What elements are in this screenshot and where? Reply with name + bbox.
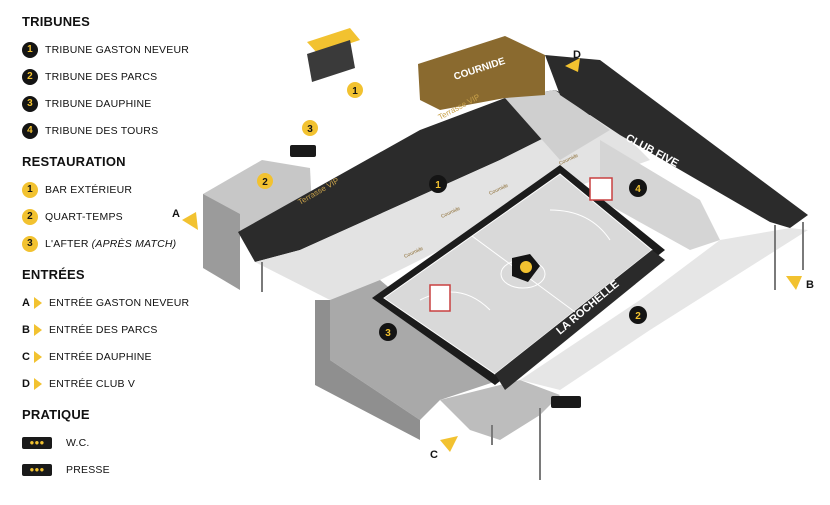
east-stand: [600, 140, 720, 250]
legend-entrees: ENTRÉES A ENTRÉE GASTON NEVEUR B ENTRÉE DE…: [22, 267, 212, 397]
tribune-2-marker[interactable]: [629, 306, 647, 324]
tribune-2-marker-label: 2: [635, 311, 641, 322]
bar-body: [307, 40, 355, 82]
legend-entrees-title: ENTRÉES: [22, 267, 85, 282]
legend-tribune-row[interactable]: 2 TRIBUNE DES PARCS: [22, 63, 212, 90]
legend-entree-row[interactable]: C ENTRÉE DAUPHINE: [22, 343, 212, 370]
bar-2-marker[interactable]: [257, 173, 273, 189]
entree-arrow-icon: [34, 323, 42, 336]
south-stand: [330, 280, 500, 420]
legend-restauration-label: L'AFTER: [45, 237, 89, 250]
legend-entree-label: ENTRÉE GASTON NEVEUR: [49, 296, 190, 309]
south-east-stand: [520, 228, 808, 390]
bar-1-marker[interactable]: [347, 82, 363, 98]
legend-pratique-label: PRESSE: [66, 463, 110, 476]
south-west-block: [315, 300, 420, 440]
press-icon: ●●●: [22, 463, 52, 476]
legend-tribune-label: TRIBUNE DES PARCS: [45, 70, 158, 83]
bar-roof: [307, 28, 360, 54]
legend-entree-row[interactable]: B ENTRÉE DES PARCS: [22, 316, 212, 343]
entree-arrow-icon: [34, 350, 42, 363]
entrance-d-arrow-icon[interactable]: [565, 58, 580, 72]
entrance-c-arrow-icon[interactable]: [440, 436, 458, 452]
map-press-icon[interactable]: [551, 396, 581, 408]
restauration-number-badge: 1: [22, 181, 38, 198]
entree-letter: D: [22, 377, 31, 390]
north-stand: [255, 110, 650, 300]
backboard-left: [429, 284, 451, 312]
center-logo-mark-icon: [520, 261, 532, 273]
legend-tribune-label: TRIBUNE DES TOURS: [45, 124, 159, 137]
entree-arrow-icon: [34, 296, 42, 309]
tribune-number-badge: 4: [22, 122, 38, 139]
bar-3-marker-label: 3: [307, 124, 313, 135]
tribune-number-badge: 2: [22, 68, 38, 85]
sponsor-box: [418, 36, 545, 110]
legend-restauration-title: RESTAURATION: [22, 154, 126, 169]
court-key-left: [419, 291, 491, 311]
entree-letter: B: [22, 323, 31, 336]
legend-entree-row[interactable]: A ENTRÉE GASTON NEVEUR: [22, 289, 212, 316]
legend-restauration-row[interactable]: 1 BAR EXTÉRIEUR: [22, 176, 212, 203]
legend-tribune-label: TRIBUNE DAUPHINE: [45, 97, 152, 110]
legend-tribune-row[interactable]: 4 TRIBUNE DES TOURS: [22, 117, 212, 144]
tribune-3-marker-label: 3: [385, 328, 391, 339]
legend-pratique: PRATIQUE ●●● W.C. ●●● PRESSE: [22, 407, 212, 483]
north-vip-roof: [238, 90, 600, 262]
legend-pratique-row[interactable]: ●●● PRESSE: [22, 456, 212, 483]
south-pavilion: [440, 380, 560, 440]
restauration-number-badge: 3: [22, 235, 38, 252]
legend-restauration-label: QUART-TEMPS: [45, 210, 123, 223]
tribune-1-marker[interactable]: [429, 175, 447, 193]
legend-restauration-label: BAR EXTÉRIEUR: [45, 183, 133, 196]
entrance-d-label: D: [573, 49, 581, 61]
backboard-right: [589, 177, 613, 201]
tribune-3-marker[interactable]: [379, 323, 397, 341]
tribune-number-badge: 3: [22, 95, 38, 112]
entree-letter: A: [22, 296, 31, 309]
legend-tribunes-title: TRIBUNES: [22, 14, 91, 29]
east-roof: [545, 55, 808, 228]
entrance-b-arrow-icon[interactable]: [786, 276, 802, 290]
entrance-c-label: C: [430, 449, 438, 461]
map-wc-icon[interactable]: [290, 145, 316, 157]
court-side-band: [495, 250, 665, 390]
legend-restauration: RESTAURATION 1 BAR EXTÉRIEUR 2 QUART-TEMPS…: [22, 154, 212, 257]
legend-restauration-row[interactable]: 3 L'AFTER(APRÈS MATCH): [22, 230, 212, 257]
court-key-right: [549, 209, 611, 241]
tribune-number-badge: 1: [22, 41, 38, 58]
legend-pratique-title: PRATIQUE: [22, 407, 90, 422]
legend-entree-row[interactable]: D ENTRÉE CLUB V: [22, 370, 212, 397]
entrance-b-label: B: [806, 279, 814, 291]
restauration-number-badge: 2: [22, 208, 38, 225]
entrance-a-arrow-icon[interactable]: [182, 212, 198, 230]
entrance-a-label: A: [172, 208, 180, 220]
wc-icon: ●●●: [22, 436, 52, 449]
tribune-4-marker[interactable]: [629, 179, 647, 197]
left-stand-front: [203, 194, 240, 290]
legend-entree-label: ENTRÉE DES PARCS: [49, 323, 158, 336]
legend-pratique-row[interactable]: ●●● W.C.: [22, 429, 212, 456]
legend-entree-label: ENTRÉE CLUB V: [49, 377, 136, 390]
north-east-stand: [505, 90, 610, 160]
entree-arrow-icon: [34, 377, 42, 390]
entree-letter: C: [22, 350, 31, 363]
legend-pratique-label: W.C.: [66, 436, 90, 449]
legend-tribune-row[interactable]: 1 TRIBUNE GASTON NEVEUR: [22, 36, 212, 63]
bar-3-marker[interactable]: [302, 120, 318, 136]
bar-1-marker-label: 1: [352, 86, 358, 97]
legend-entree-label: ENTRÉE DAUPHINE: [49, 350, 152, 363]
tribune-4-marker-label: 4: [635, 184, 641, 195]
legend-restauration-row[interactable]: 2 QUART-TEMPS: [22, 203, 212, 230]
legend-restauration-note: (APRÈS MATCH): [91, 237, 177, 250]
tribune-1-marker-label: 1: [435, 180, 441, 191]
legend-tribune-label: TRIBUNE GASTON NEVEUR: [45, 43, 190, 56]
bar-2-marker-label: 2: [262, 177, 268, 188]
legend-tribune-row[interactable]: 3 TRIBUNE DAUPHINE: [22, 90, 212, 117]
